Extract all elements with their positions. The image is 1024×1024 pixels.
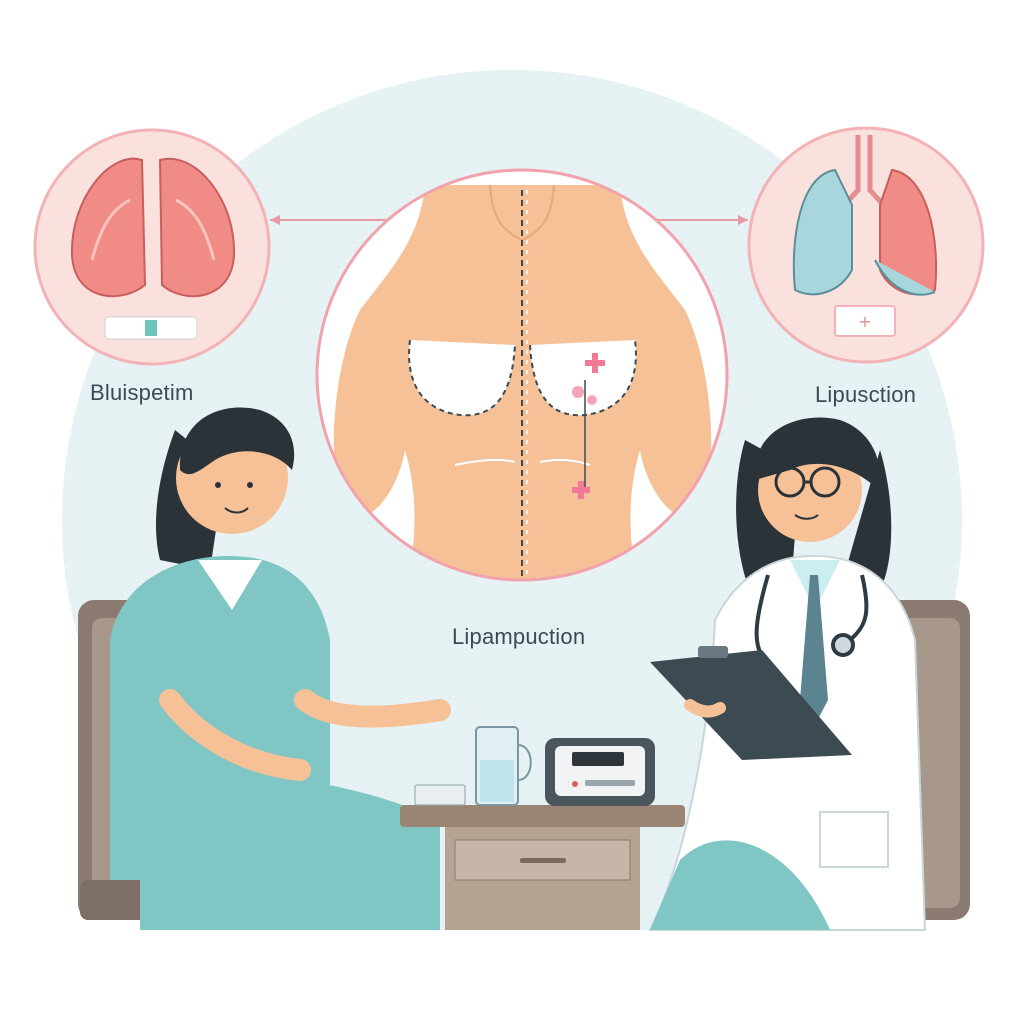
breast-tissue-icon bbox=[33, 128, 271, 366]
lungs-icon: + bbox=[747, 126, 985, 364]
notepad bbox=[414, 784, 466, 806]
svg-text:+: + bbox=[858, 312, 871, 331]
label-right: Lipusction bbox=[815, 382, 917, 407]
desk bbox=[400, 805, 685, 930]
connector-lines bbox=[270, 215, 748, 225]
doctor-hand bbox=[684, 699, 726, 718]
blood-pressure-monitor-icon bbox=[545, 738, 655, 806]
label-center: Lipampuction bbox=[452, 624, 586, 649]
plus-cross-icon bbox=[572, 353, 605, 499]
clipboard-icon bbox=[650, 646, 852, 760]
label-left: Bluispetim bbox=[90, 380, 194, 405]
torso-diagram bbox=[315, 168, 729, 582]
water-glass-icon bbox=[475, 726, 532, 806]
patient-figure bbox=[110, 407, 451, 930]
